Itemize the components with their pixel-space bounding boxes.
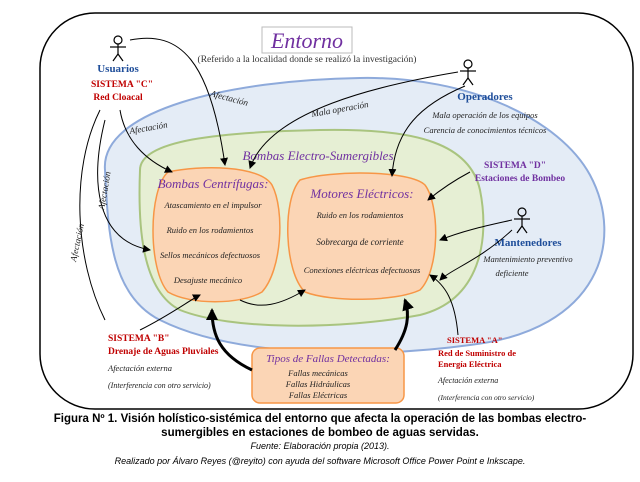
- arrow-system-d-motors: [427, 171, 471, 201]
- operators-label: Operadores: [457, 91, 513, 103]
- arrows: [79, 37, 513, 336]
- arrow-operators-pumps: [248, 71, 459, 169]
- maintainers-label: Mantenedores: [494, 237, 562, 249]
- caption-line-1: Figura Nº 1. Visión holístico-sistémica …: [53, 413, 587, 425]
- pumps-title: Bombas Centrífugas:: [158, 176, 269, 191]
- operators-note-1: Mala operación de los equipos: [431, 110, 538, 120]
- faults-title: Tipos de Fallas Detectadas:: [266, 353, 390, 365]
- faults-item-3: Fallas Eléctricas: [288, 390, 348, 400]
- pumps-item-4: Desajuste mecánico: [173, 275, 242, 285]
- system-d-name: Estaciones de Bombeo: [475, 174, 566, 184]
- system-b-note-1: Afectación externa: [107, 363, 172, 373]
- environment-title: Entorno: [270, 28, 343, 53]
- arrow-pumps-motors: [239, 289, 306, 306]
- maint-note-1: Mantenimiento preventivo: [482, 254, 572, 264]
- system-b-note-2: (Interferencia con otro servicio): [108, 381, 211, 390]
- faults-item-1: Fallas mecánicas: [287, 368, 348, 378]
- pumps-item-1: Atascamiento en el impulsor: [163, 200, 262, 210]
- users-figure-icon: [110, 35, 126, 62]
- environment-subtitle: (Referido a la localidad donde se realiz…: [198, 54, 417, 65]
- environment-title-box: [261, 26, 353, 54]
- pumps-item-2: Ruido en los rodamientos: [166, 225, 254, 235]
- pumps-item-3: Sellos mecánicos defectuosos: [160, 250, 261, 260]
- system-a-note-1: Afectación externa: [437, 376, 498, 385]
- operators-figure-icon: [460, 59, 476, 86]
- system-a-note-2: (Interferencia con otro servicio): [438, 393, 535, 402]
- motors-item-2: Sobrecarga de corriente: [316, 237, 403, 247]
- system-b-name: Drenaje de Aguas Pluviales: [108, 347, 219, 357]
- arrow-left-arc: [79, 109, 106, 321]
- operators-note-2: Carencia de conocimientos técnicos: [424, 125, 547, 135]
- arrow-system-a-motors: [429, 274, 459, 336]
- motors-title: Motores Eléctricos:: [309, 186, 413, 201]
- faults-box: [251, 347, 405, 404]
- arrow-system-b-pumps: [139, 294, 201, 331]
- arrow-operators-motors: [388, 85, 466, 177]
- arrow-maintainers-core: [439, 229, 513, 281]
- system-a-name-1: Red de Suministro de: [438, 348, 516, 358]
- system-a-label: SISTEMA "A": [447, 335, 503, 345]
- fault-arrows: [206, 298, 414, 372]
- motors-item-1: Ruido en los rodamientos: [316, 210, 404, 220]
- maintainers-figure-icon: [514, 207, 530, 234]
- arrow-faults-pumps: [206, 308, 253, 372]
- users-label: Usuarios: [97, 63, 139, 75]
- system-c-name: Red Cloacal: [93, 93, 143, 103]
- arrow-left-arc-2: [97, 119, 151, 253]
- system-b-label: SISTEMA "B": [108, 334, 170, 344]
- system-a-name-2: Energía Eléctrica: [438, 359, 502, 369]
- systemic-diagram: Entorno (Referido a la localidad donde s…: [39, 12, 634, 410]
- figure-source: Fuente: Elaboración propia (2013).: [250, 441, 390, 451]
- arrow-system-c-pumps: [119, 109, 173, 173]
- core-title: Bombas Electro-Sumergibles: [242, 148, 393, 163]
- system-c-label: SISTEMA "C": [91, 80, 153, 90]
- arrow-maintainers-motors: [439, 219, 513, 242]
- figure-caption-title: Figura Nº 1. Visión holístico-sistémica …: [0, 412, 640, 440]
- figure-credit: Realizado por Álvaro Reyes (@reyito) con…: [114, 456, 526, 466]
- pumps-box: [152, 167, 281, 303]
- arrow-faults-motors: [393, 298, 414, 351]
- motors-item-3: Conexiones eléctricas defectuosas: [304, 265, 421, 275]
- faults-item-2: Fallas Hidráulicas: [285, 379, 351, 389]
- system-d-label: SISTEMA "D": [484, 161, 546, 171]
- caption-line-2: sumergibles en estaciones de bombeo de a…: [161, 427, 479, 439]
- arrow-users-pumps: [129, 37, 228, 166]
- maint-note-2: deficiente: [495, 268, 528, 278]
